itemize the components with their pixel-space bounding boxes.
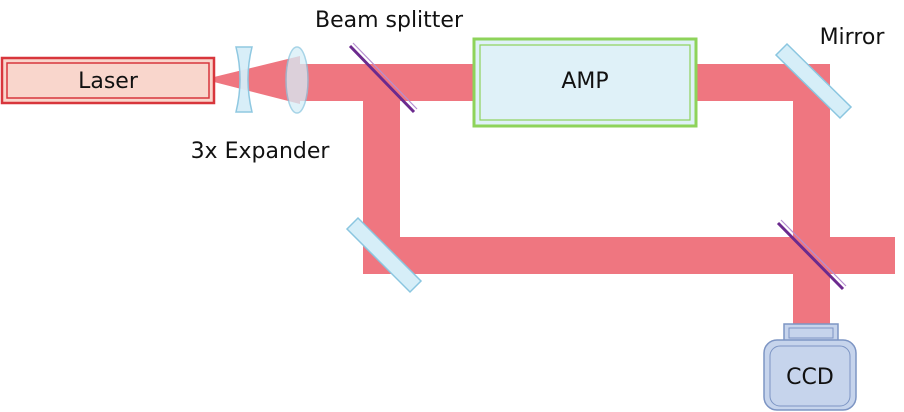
beam-amp-to-mirror <box>694 64 794 101</box>
beam-mirror-down <box>793 64 830 328</box>
amp: AMP <box>472 37 698 128</box>
concave-lens-icon <box>235 46 253 113</box>
mirror-bottom-left-icon <box>345 216 423 294</box>
beam-splitter-1-line <box>348 44 416 114</box>
laser: Laser <box>0 56 216 105</box>
amp-label: AMP <box>561 69 608 94</box>
laser-label: Laser <box>78 69 139 94</box>
mirror-bottom-left <box>345 216 423 294</box>
expander-beam-cone <box>214 56 300 104</box>
mirror-top-right-icon <box>774 42 853 120</box>
beam-splitter-2-line <box>776 221 845 291</box>
amp-box-outer <box>472 37 698 128</box>
expander-label: 3x Expander <box>191 139 331 164</box>
ccd: CCD <box>763 323 857 411</box>
ccd-label: CCD <box>786 365 834 390</box>
beam-splitter-1: Beam splitter <box>315 8 464 114</box>
expander: 3x Expander <box>191 46 331 164</box>
beam-paths <box>214 56 895 328</box>
ccd-body-icon <box>763 339 857 411</box>
mirror-top-right: Mirror <box>774 25 886 120</box>
beam-splitter-1-highlight <box>352 42 418 110</box>
laser-box-inner <box>6 62 210 99</box>
mirror-label: Mirror <box>820 25 886 50</box>
ccd-lens-mount-inner <box>788 327 834 339</box>
ccd-body-inner <box>769 345 851 407</box>
convex-lens-icon <box>285 46 309 114</box>
amp-box-inner <box>479 44 691 121</box>
laser-box-outer <box>0 56 216 105</box>
beam-splitter-2 <box>776 219 847 291</box>
beam-splitter-label: Beam splitter <box>315 8 464 33</box>
beam-splitter-2-highlight <box>780 219 847 287</box>
